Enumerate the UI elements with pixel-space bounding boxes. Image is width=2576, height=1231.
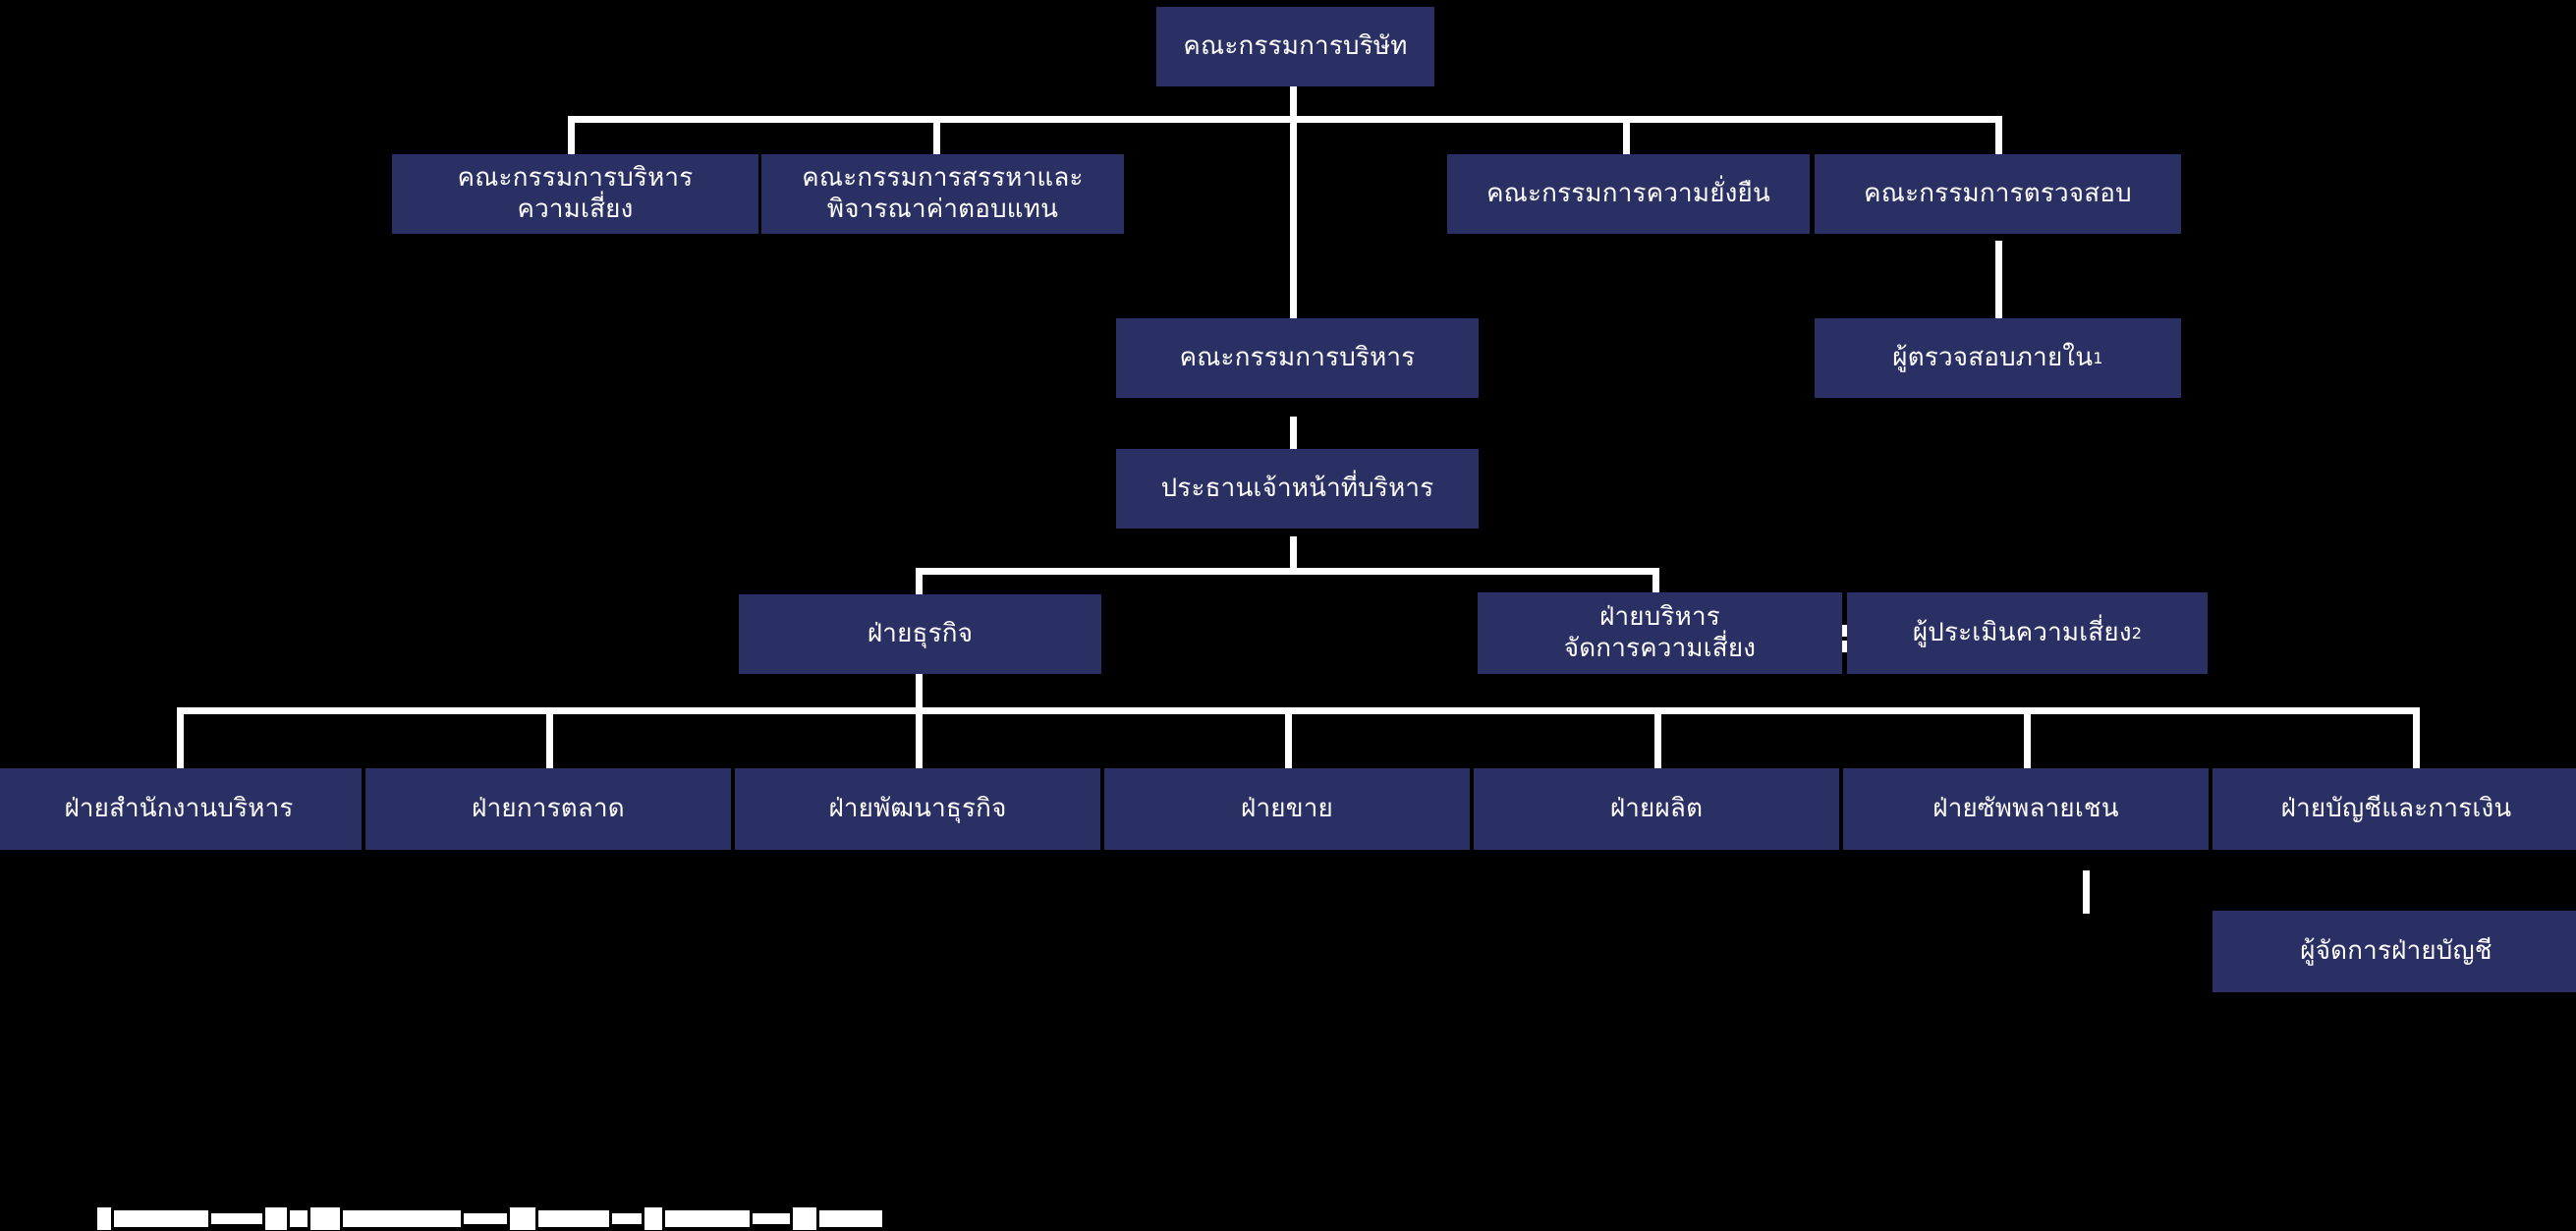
connector-risk-division-to-assessor-2 — [1842, 641, 1851, 652]
connector-audit-to-internal-auditor — [1995, 241, 2002, 318]
connector-drop-admin-office — [177, 707, 184, 768]
connector-drop-business-development — [916, 707, 923, 768]
connector-level6-bus — [177, 707, 2420, 714]
connector-risk-division-to-assessor — [1842, 625, 1851, 637]
connector-drop-marketing — [546, 707, 553, 768]
connector-drop-sustainability-committee — [1623, 116, 1630, 155]
node-executive-committee[interactable]: คณะกรรมการบริหาร — [1116, 318, 1479, 398]
connector-board-to-executive-committee — [1290, 116, 1297, 318]
connector-drop-production — [1654, 707, 1661, 768]
connector-ceo-down — [1290, 536, 1297, 572]
node-accounting-manager[interactable]: ผู้จัดการฝ่ายบัญชี — [2212, 911, 2576, 992]
connector-drop-audit-committee — [1995, 116, 2002, 155]
connector-level5-bus — [916, 568, 1659, 575]
connector-drop-business-division — [916, 568, 923, 594]
connector-drop-nomination-committee — [933, 116, 940, 155]
connector-board-down — [1290, 86, 1297, 120]
footnote-line-1 — [54, 1173, 1331, 1230]
node-sustainability-committee[interactable]: คณะกรรมการความยั่งยืน — [1447, 154, 1810, 234]
node-marketing[interactable]: ฝ่ายการตลาด — [365, 768, 731, 850]
connector-drop-risk-committee — [568, 116, 575, 155]
connector-drop-risk-management-division — [1652, 568, 1659, 594]
footnote-block — [54, 1113, 1331, 1231]
connector-accounting-to-manager — [2083, 870, 2090, 914]
connector-drop-supply-chain — [2024, 707, 2031, 768]
node-risk-committee[interactable]: คณะกรรมการบริหาร ความเสี่ยง — [392, 154, 758, 234]
node-production[interactable]: ฝ่ายผลิต — [1474, 768, 1839, 850]
node-nomination-committee[interactable]: คณะกรรมการสรรหาและ พิจารณาค่าตอบแทน — [761, 154, 1124, 234]
node-audit-committee[interactable]: คณะกรรมการตรวจสอบ — [1815, 154, 2181, 234]
connector-level2-bus — [568, 116, 2002, 123]
node-admin-office[interactable]: ฝ่ายสำนักงานบริหาร — [0, 768, 362, 850]
connector-drop-accounting-finance — [2413, 707, 2420, 768]
node-ceo[interactable]: ประธานเจ้าหน้าที่บริหาร — [1116, 449, 1479, 529]
node-business-division[interactable]: ฝ่ายธุรกิจ — [739, 594, 1101, 674]
node-risk-management-division[interactable]: ฝ่ายบริหาร จัดการความเสี่ยง — [1478, 592, 1842, 674]
node-internal-auditor-label: ผู้ตรวจสอบภายใน — [1892, 342, 2094, 372]
node-supply-chain[interactable]: ฝ่ายซัพพลายเชน — [1843, 768, 2209, 850]
node-accounting-finance[interactable]: ฝ่ายบัญชีและการเงิน — [2212, 768, 2576, 850]
connector-executive-to-ceo — [1290, 417, 1297, 451]
node-sales[interactable]: ฝ่ายขาย — [1104, 768, 1470, 850]
node-board[interactable]: คณะกรรมการบริษัท — [1156, 7, 1434, 86]
connector-drop-sales — [1285, 707, 1292, 768]
node-risk-assessor-label: ผู้ประเมินความเสี่ยง — [1912, 617, 2132, 647]
connector-business-division-down — [916, 674, 923, 713]
node-business-development[interactable]: ฝ่ายพัฒนาธุรกิจ — [735, 768, 1100, 850]
